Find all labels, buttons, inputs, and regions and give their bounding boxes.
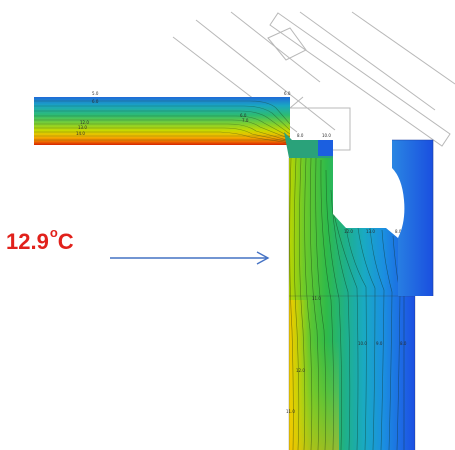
temperature-value: 12.9 [6, 229, 49, 254]
isotherm-label: 13.0 [78, 125, 87, 130]
isotherm-label: 11.0 [286, 409, 295, 414]
slab-section: 5.0 6.0 12.0 13.0 14.0 6.0 7.0 6.0 [34, 91, 291, 145]
corner-junction: 8.0 10.0 [284, 132, 333, 158]
isotherm-label: 6.0 [284, 91, 291, 96]
isotherm-label: 12.0 [80, 120, 89, 125]
isotherm-label: 5.0 [92, 91, 99, 96]
isotherm-label: 12.0 [344, 229, 353, 234]
isotherm-label: 12.0 [296, 368, 305, 373]
slab-labels: 5.0 6.0 12.0 13.0 14.0 6.0 7.0 6.0 [76, 91, 291, 136]
isotherm-label: 8.0 [297, 133, 304, 138]
isotherm-label: 10.0 [358, 341, 367, 346]
isotherm-label: 9.0 [376, 341, 383, 346]
isotherm-label: 14.0 [76, 131, 85, 136]
isotherm-label: 8.0 [400, 341, 407, 346]
wall-section: 12.0 13.0 8.0 4.0 12.0 10.0 9.0 8.0 11.0… [286, 158, 421, 450]
outer-block [392, 139, 434, 296]
isotherm-label: 6.0 [92, 99, 99, 104]
isotherm-label: 8.0 [395, 229, 402, 234]
isotherm-label: 10.0 [322, 133, 331, 138]
isotherm-label: 11.0 [312, 296, 321, 301]
wall-labels: 12.0 13.0 8.0 4.0 12.0 10.0 9.0 8.0 11.0… [286, 229, 421, 414]
isotherm-label: 7.0 [242, 118, 249, 123]
temperature-unit: C [57, 229, 74, 254]
degree-symbol: o [49, 225, 58, 240]
temperature-callout: 12.9oC [6, 226, 74, 254]
isotherm-label: 6.0 [240, 113, 247, 118]
isotherm-label: 13.0 [366, 229, 375, 234]
